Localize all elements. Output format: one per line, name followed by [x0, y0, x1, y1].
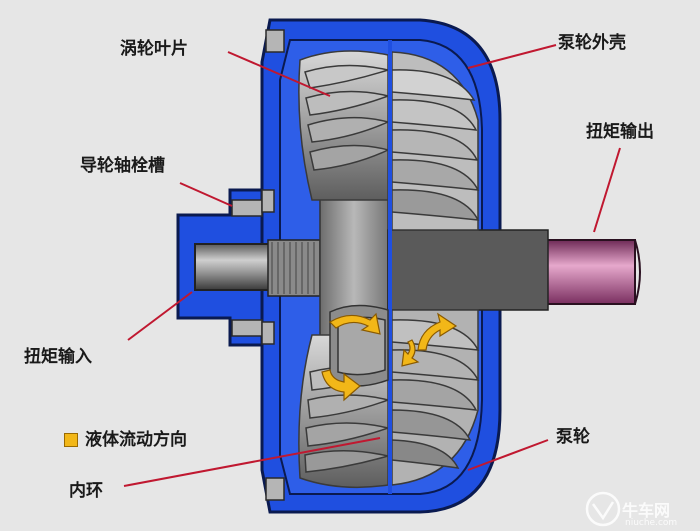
label-torque-input: 扭矩输入 — [24, 347, 92, 367]
label-pump-wheel: 泵轮 — [556, 427, 590, 447]
fluid-flow-arrows — [321, 312, 458, 402]
label-fluid-direction: 液体流动方向 — [85, 430, 187, 450]
label-pump-housing: 泵轮外壳 — [558, 33, 626, 53]
legend-swatch — [64, 433, 78, 447]
flange-bolts — [231, 29, 285, 501]
label-turbine-blade: 涡轮叶片 — [120, 39, 188, 59]
leader-lines — [123, 44, 621, 487]
label-inner-ring: 内环 — [69, 481, 103, 501]
watermark-domain: niuche.com — [625, 518, 678, 528]
center-hub — [319, 194, 549, 341]
turbine-blades-upper — [298, 50, 391, 201]
label-stator-spline: 导轮轴栓槽 — [80, 156, 165, 176]
watermark-logo — [585, 491, 621, 527]
watermark-brand: 牛车网 — [622, 501, 671, 520]
label-torque-output: 扭矩输出 — [586, 122, 654, 142]
